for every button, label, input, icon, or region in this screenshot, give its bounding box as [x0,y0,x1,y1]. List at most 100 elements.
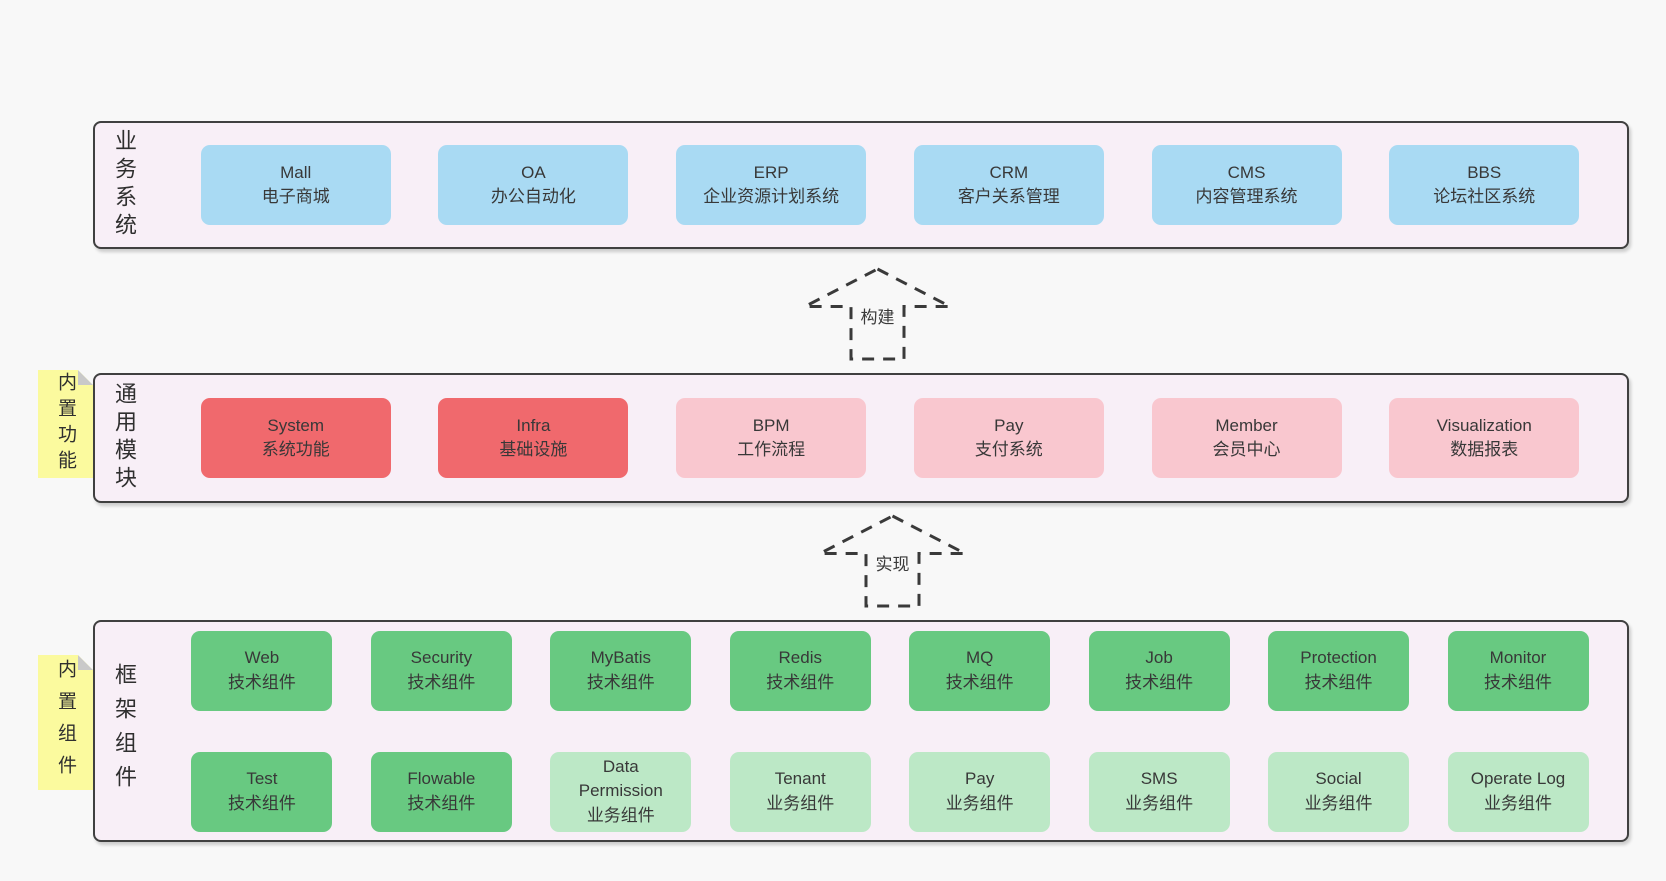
sticky-note-text: 内置功能 [55,372,76,476]
box-subtitle: 会员中心 [1212,440,1281,459]
arrow-implement-label: 实现 [872,550,913,575]
box-title: Test [246,769,278,789]
box-web: Web 技术组件 [191,630,333,711]
box-bbs: BBS 论坛社区系统 [1389,145,1580,225]
box-data-permission: Data Permission 业务组件 [550,751,692,832]
box-subtitle: 论坛社区系统 [1433,187,1536,206]
business-boxes-row: Mall 电子商城 OA 办公自动化 ERP 企业资源计划系统 CRM 客户关系… [153,123,1627,247]
box-infra: Infra 基础设施 [438,398,629,478]
box-title: Flowable [407,769,476,789]
box-title: BBS [1467,162,1502,182]
box-title: Security [410,648,473,668]
box-title: SMS [1140,769,1178,789]
box-erp: ERP 企业资源计划系统 [676,145,867,225]
box-job: Job 技术组件 [1088,630,1230,711]
box-subtitle: 数据报表 [1450,440,1519,459]
box-title: System [267,415,325,435]
layer-label-components: 框架组件 [95,622,153,840]
box-title: MyBatis [590,648,652,668]
box-tenant: Tenant 业务组件 [729,751,871,832]
box-monitor: Monitor 技术组件 [1447,630,1589,711]
box-security: Security 技术组件 [370,630,512,711]
box-operate-log: Operate Log 业务组件 [1447,751,1589,832]
sticky-note-built-in-components: 内置组件 [38,655,93,790]
box-title: OA [521,162,546,182]
box-subtitle: 业务组件 [586,805,655,825]
components-row-2: Test 技术组件 Flowable 技术组件 Data Permission … [153,743,1627,840]
box-visualization: Visualization 数据报表 [1389,398,1580,478]
box-title: Protection [1300,648,1377,668]
arrow-build-label: 构建 [857,303,898,328]
box-mall: Mall 电子商城 [200,145,391,225]
folded-corner-icon [78,655,93,670]
box-title: MQ [965,648,994,668]
sticky-note-built-in-features: 内置功能 [38,370,93,478]
box-subtitle: 技术组件 [227,672,296,692]
framework-components-layer: 框架组件 Web 技术组件 Security 技术组件 MyBatis 技术组件… [93,620,1629,842]
box-subtitle: 技术组件 [766,672,835,692]
box-subtitle: 技术组件 [1125,672,1194,692]
box-title: ERP [753,162,789,182]
box-title: Data Permission [578,757,663,801]
sticky-note-text: 内置组件 [55,658,76,787]
box-social: Social 业务组件 [1268,751,1410,832]
box-title: Operate Log [1470,769,1566,789]
common-modules-layer: 通用模块 System 系统功能 Infra 基础设施 BPM 工作流程 Pay… [93,373,1629,503]
box-subtitle: 客户关系管理 [957,187,1060,206]
box-cms: CMS 内容管理系统 [1151,145,1342,225]
box-subtitle: 业务组件 [1484,793,1552,813]
box-title: BPM [752,415,790,435]
box-title: Monitor [1489,648,1547,668]
box-title: Social [1315,769,1362,789]
box-subtitle: 内容管理系统 [1195,187,1298,206]
box-test: Test 技术组件 [191,751,333,832]
box-flowable: Flowable 技术组件 [370,751,512,832]
box-title: Pay [965,769,995,789]
box-subtitle: 技术组件 [1484,672,1552,692]
box-subtitle: 技术组件 [407,672,476,692]
box-title: CMS [1227,162,1266,182]
box-subtitle: 技术组件 [227,793,296,813]
box-title: Web [244,648,280,668]
components-boxes-grid: Web 技术组件 Security 技术组件 MyBatis 技术组件 Redi… [153,622,1627,840]
box-subtitle: 工作流程 [737,440,806,459]
box-title: Visualization [1436,415,1532,435]
arrow-implement: 实现 [817,514,968,609]
box-subtitle: 系统功能 [261,440,330,459]
box-protection: Protection 技术组件 [1268,630,1410,711]
box-subtitle: 技术组件 [586,672,655,692]
folded-corner-icon [78,370,93,385]
box-title: Mall [280,162,312,182]
box-subtitle: 业务组件 [1125,793,1194,813]
box-subtitle: 基础设施 [499,440,568,459]
box-title: Redis [778,648,822,668]
box-crm: CRM 客户关系管理 [913,145,1104,225]
box-system: System 系统功能 [200,398,391,478]
box-pay-business: Pay 业务组件 [909,751,1051,832]
box-subtitle: 技术组件 [945,672,1014,692]
box-subtitle: 技术组件 [407,793,476,813]
box-title: CRM [989,162,1029,182]
box-mybatis: MyBatis 技术组件 [550,630,692,711]
layer-label-text: 框架组件 [112,663,137,799]
box-subtitle: 支付系统 [974,440,1043,459]
box-title: Member [1215,415,1278,435]
box-title: Infra [516,415,551,435]
box-subtitle: 电子商城 [261,187,330,206]
box-mq: MQ 技术组件 [909,630,1051,711]
modules-boxes-row: System 系统功能 Infra 基础设施 BPM 工作流程 Pay 支付系统… [153,375,1627,501]
box-title: Tenant [774,769,826,789]
box-subtitle: 办公自动化 [490,187,576,206]
layer-label-modules: 通用模块 [95,375,153,501]
business-systems-layer: 业务系统 Mall 电子商城 OA 办公自动化 ERP 企业资源计划系统 CRM… [93,121,1629,249]
layer-label-business: 业务系统 [95,123,153,247]
box-title: Job [1145,648,1173,668]
box-member: Member 会员中心 [1151,398,1342,478]
box-bpm: BPM 工作流程 [676,398,867,478]
box-subtitle: 技术组件 [1304,672,1373,692]
up-block-arrow-icon [819,514,966,608]
box-redis: Redis 技术组件 [729,630,871,711]
box-title: Pay [994,415,1024,435]
arrow-build: 构建 [802,267,953,362]
box-pay: Pay 支付系统 [913,398,1104,478]
